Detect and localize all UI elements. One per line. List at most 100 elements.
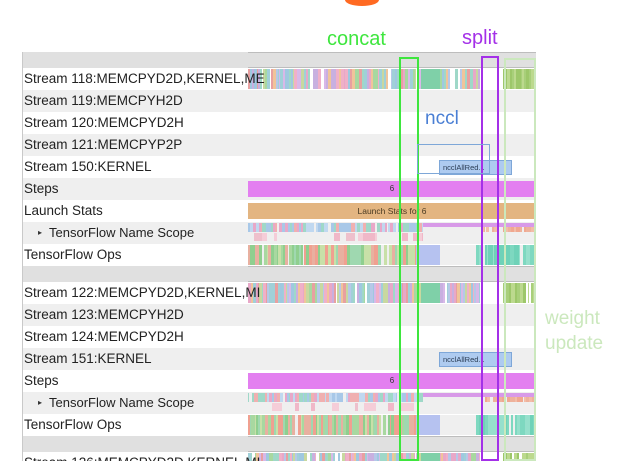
timeline-event-block[interactable] [334, 223, 337, 232]
timeline-event-block[interactable] [366, 245, 368, 265]
timeline-event-block[interactable] [298, 415, 301, 435]
timeline-event-block[interactable] [514, 453, 517, 461]
timeline-event-block[interactable] [288, 393, 291, 402]
timeline-event-block[interactable] [535, 397, 536, 402]
timeline-event-block[interactable] [248, 393, 250, 402]
timeline-event-block[interactable] [527, 283, 530, 303]
timeline-event-block[interactable] [263, 283, 266, 303]
timeline-event-block[interactable] [461, 283, 464, 303]
timeline-event-block[interactable] [355, 245, 359, 265]
timeline-event-block[interactable] [526, 397, 530, 402]
timeline-event-block[interactable] [294, 283, 297, 303]
timeline-event-block[interactable] [290, 393, 294, 402]
timeline-event-block[interactable] [337, 245, 341, 265]
timeline-event-block[interactable] [395, 393, 398, 402]
timeline-event-block[interactable] [331, 453, 334, 461]
timeline-event-block[interactable] [299, 393, 303, 402]
timeline-event-block[interactable] [347, 69, 350, 89]
timeline-event-block[interactable] [265, 69, 268, 89]
timeline-event-block[interactable] [254, 415, 256, 435]
timeline-event-block[interactable] [373, 415, 375, 435]
timeline-event-block[interactable] [350, 245, 353, 265]
timeline-event-block[interactable] [265, 453, 270, 461]
timeline-event-block[interactable] [498, 245, 501, 265]
timeline-event-block[interactable] [294, 453, 297, 461]
timeline-event-block[interactable] [526, 227, 529, 232]
timeline-event-block[interactable] [357, 223, 361, 232]
timeline-event-block[interactable] [359, 283, 362, 303]
timeline-event-block[interactable] [405, 393, 408, 402]
timeline-event-block[interactable] [522, 69, 525, 89]
timeline-event-block[interactable] [367, 283, 370, 303]
timeline-event-block[interactable] [296, 245, 299, 265]
timeline-event-block[interactable] [535, 415, 536, 435]
timeline-event-block[interactable] [442, 283, 445, 303]
timeline-event-block[interactable] [352, 69, 355, 89]
timeline-event-block[interactable] [370, 245, 374, 265]
timeline-event-block[interactable] [414, 245, 416, 265]
timeline-event-block[interactable] [354, 69, 358, 89]
timeline-event-block[interactable] [407, 69, 411, 89]
timeline-event-block[interactable] [343, 69, 345, 89]
group-header-2[interactable]: ▾isqx1:25676 Nvidia GPU 2 (pid 3) [22, 436, 536, 452]
timeline-event-block[interactable] [478, 453, 480, 461]
timeline-event-block[interactable] [471, 453, 474, 461]
timeline-event-block[interactable] [265, 283, 268, 303]
nccl-allreduce-bar[interactable]: ncclAllRed... [439, 160, 512, 175]
timeline-event-block[interactable] [406, 453, 409, 461]
timeline-event-block[interactable] [504, 453, 508, 461]
timeline-event-block[interactable] [298, 223, 302, 232]
timeline-event-block[interactable] [394, 69, 397, 89]
timeline-event-block[interactable] [352, 245, 356, 265]
timeline-event-block[interactable] [389, 283, 393, 303]
timeline-event-block[interactable] [440, 453, 444, 461]
timeline-event-block[interactable] [472, 283, 475, 303]
timeline-event-block[interactable] [267, 415, 271, 435]
timeline-event-block[interactable] [523, 453, 526, 461]
timeline-event-block[interactable] [268, 245, 272, 265]
trace-row[interactable]: ▸TensorFlow Name Scope [22, 392, 536, 414]
timeline-event-block[interactable] [273, 223, 275, 232]
timeline-event-block[interactable] [285, 245, 288, 265]
timeline-event-block[interactable] [345, 233, 349, 241]
timeline-event-block[interactable] [408, 415, 412, 435]
timeline-event-block[interactable] [338, 415, 341, 435]
timeline-event-block[interactable] [252, 69, 254, 89]
timeline-event-block[interactable] [363, 283, 366, 303]
timeline-event-block[interactable] [344, 453, 347, 461]
timeline-event-block[interactable] [336, 245, 338, 265]
timeline-event-block[interactable] [363, 69, 367, 89]
timeline-event-block[interactable] [302, 393, 305, 402]
timeline-event-block[interactable] [372, 283, 375, 303]
timeline-event-block[interactable] [343, 283, 347, 303]
timeline-event-block[interactable] [293, 69, 297, 89]
timeline-event-block[interactable] [520, 283, 523, 303]
timeline-event-block[interactable] [522, 245, 526, 265]
timeline-event-block[interactable] [378, 453, 381, 461]
timeline-event-block[interactable] [507, 283, 510, 303]
timeline-event-block[interactable] [260, 415, 263, 435]
timeline-event-block[interactable] [374, 233, 378, 241]
timeline-event-block[interactable] [258, 223, 261, 232]
timeline-event-block[interactable] [248, 283, 252, 303]
timeline-event-block[interactable] [458, 453, 462, 461]
timeline-event-block[interactable] [381, 223, 385, 232]
namescope-span-bar[interactable] [423, 393, 536, 397]
namescope-span-bar[interactable] [423, 223, 536, 227]
timeline-event-block[interactable] [440, 283, 443, 303]
timeline-event-block[interactable] [283, 453, 287, 461]
timeline-event-block[interactable] [406, 415, 409, 435]
trace-row-track[interactable]: ncclAllRed... [248, 348, 536, 370]
timeline-event-block[interactable] [356, 283, 360, 303]
timeline-event-block[interactable] [258, 245, 262, 265]
timeline-event-block[interactable] [333, 415, 337, 435]
timeline-event-block[interactable] [486, 397, 490, 402]
timeline-event-block[interactable] [461, 69, 465, 89]
timeline-event-block[interactable] [248, 453, 251, 461]
timeline-event-block[interactable] [419, 283, 422, 303]
timeline-event-block[interactable] [350, 223, 353, 232]
timeline-event-block[interactable] [365, 223, 369, 232]
timeline-event-block[interactable] [292, 245, 294, 265]
timeline-event-block[interactable] [361, 69, 364, 89]
timeline-event-block[interactable] [474, 283, 476, 303]
